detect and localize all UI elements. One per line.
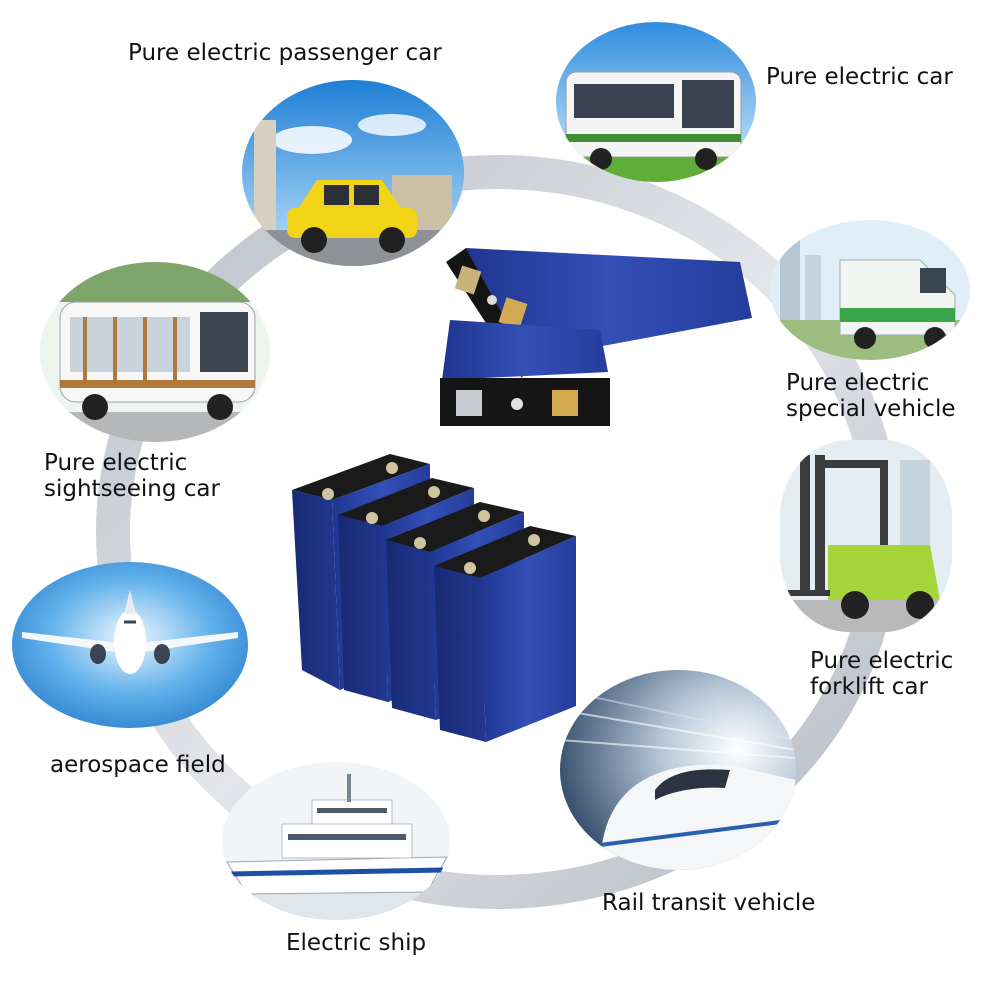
forklift-image	[780, 440, 952, 632]
label-forklift-line-2: forklift car	[810, 674, 928, 701]
special-vehicle-image	[770, 220, 970, 360]
label-passenger-car: Pure electric passenger car	[128, 40, 442, 66]
sightseeing-car-image	[40, 262, 270, 442]
label-electric-car: Pure electric car	[766, 64, 953, 90]
electric-car-image	[556, 22, 756, 182]
label-sightseeing-line-2: sightseeing car	[44, 476, 220, 503]
label-special-vehicle: Pure electric special vehicle	[786, 370, 955, 423]
flat-cell-bottom	[440, 320, 610, 426]
passenger-car-image	[242, 80, 464, 266]
aerospace-image	[12, 562, 248, 728]
electric-ship-image	[222, 762, 450, 920]
label-electric-ship: Electric ship	[286, 930, 427, 956]
yellow-city-car-icon	[242, 80, 464, 266]
label-sightseeing-car: Pure electric sightseeing car	[44, 450, 220, 503]
standing-cell-4	[434, 526, 576, 742]
label-forklift-line-1: Pure electric	[810, 648, 954, 674]
white-bus-icon	[556, 22, 756, 182]
airplane-icon	[12, 562, 248, 728]
label-forklift: Pure electric forklift car	[810, 648, 953, 701]
forklift-icon	[780, 440, 952, 632]
label-rail-transit: Rail transit vehicle	[602, 890, 816, 916]
label-special-vehicle-line-1: Pure electric	[786, 370, 930, 396]
bullet-train-icon	[560, 670, 796, 870]
label-aerospace: aerospace field	[50, 752, 226, 778]
label-special-vehicle-line-2: special vehicle	[786, 396, 956, 423]
green-van-icon	[770, 220, 970, 360]
sightseeing-bus-icon	[40, 262, 270, 442]
rail-transit-image	[560, 670, 796, 870]
cruise-ship-icon	[222, 762, 450, 920]
label-sightseeing-line-1: Pure electric	[44, 450, 188, 476]
